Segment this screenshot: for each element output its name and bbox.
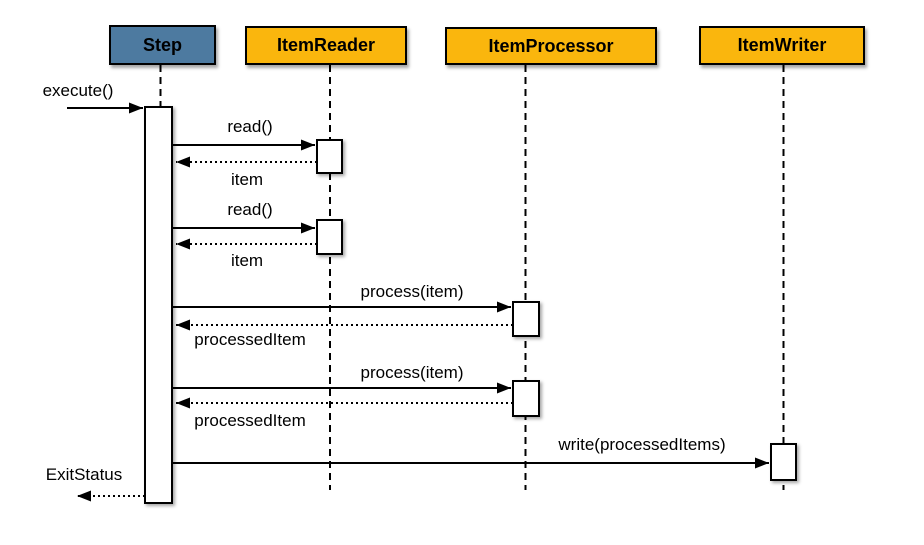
- activation-itemwriter: [770, 443, 797, 481]
- message-label-process-2: process(item): [360, 363, 464, 382]
- activation-itemreader-1: [316, 139, 343, 174]
- message-label-read-2: read(): [227, 200, 273, 219]
- message-label-execute: execute(): [42, 81, 114, 100]
- activation-step: [144, 106, 173, 504]
- message-label-processeditem-1: processedItem: [194, 330, 306, 349]
- participant-itemreader: ItemReader: [245, 26, 407, 65]
- message-label-process-1: process(item): [360, 282, 464, 301]
- message-label-item-1: item: [230, 170, 264, 189]
- message-label-exitstatus: ExitStatus: [45, 465, 123, 484]
- activation-itemprocessor-1: [512, 301, 540, 337]
- message-label-write: write(processedItems): [558, 435, 726, 454]
- message-label-item-2: item: [230, 251, 264, 270]
- participant-itemprocessor: ItemProcessor: [445, 27, 657, 65]
- message-label-processeditem-2: processedItem: [194, 411, 306, 430]
- activation-itemreader-2: [316, 219, 343, 255]
- participant-itemwriter: ItemWriter: [699, 26, 865, 65]
- participant-step: Step: [109, 25, 216, 65]
- activation-itemprocessor-2: [512, 380, 540, 417]
- message-label-read-1: read(): [227, 117, 273, 136]
